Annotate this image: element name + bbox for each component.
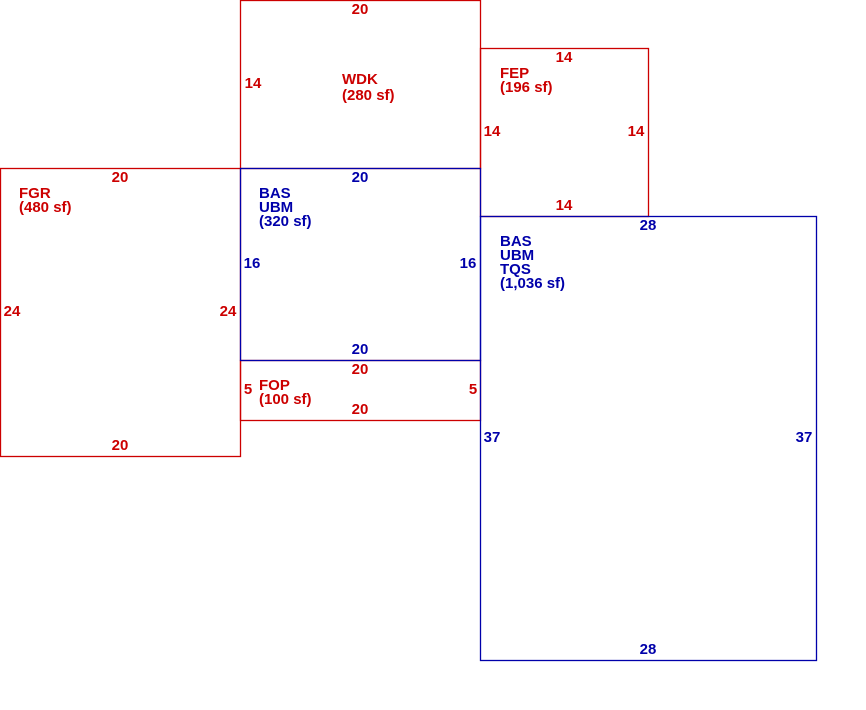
fop-bottom-dimension: 20 xyxy=(352,401,369,418)
fgr-label: FGR (480 sf) xyxy=(19,185,72,216)
bas-large-top-dimension: 28 xyxy=(640,217,657,234)
fgr-right-dimension: 24 xyxy=(220,303,237,320)
wdk-top-dimension: 20 xyxy=(352,1,369,18)
bas-small-label: BAS UBM (320 sf) xyxy=(259,185,312,230)
fop-right-dimension: 5 xyxy=(469,381,477,398)
fep-right-dimension: 14 xyxy=(628,123,645,140)
wdk-left-dimension: 14 xyxy=(245,75,262,92)
fep-top-dimension: 14 xyxy=(556,49,573,66)
bas-large-bottom-dimension: 28 xyxy=(640,641,657,658)
fop-label: FOP (100 sf) xyxy=(259,377,312,408)
fep-label: FEP (196 sf) xyxy=(500,65,553,96)
bas-small-top-dimension: 20 xyxy=(352,169,369,186)
fep-bottom-dimension: 14 xyxy=(556,197,573,214)
fop-top-dimension: 20 xyxy=(352,361,369,378)
bas-small-left-dimension: 16 xyxy=(244,255,261,272)
bas-large-label: BAS UBM TQS (1,036 sf) xyxy=(500,233,565,292)
wdk-label: WDK (280 sf) xyxy=(342,71,395,104)
bas-large-right-dimension: 37 xyxy=(796,429,813,446)
bas-large-outline xyxy=(479,215,818,662)
fgr-bottom-dimension: 20 xyxy=(112,437,129,454)
bas-small-bottom-dimension: 20 xyxy=(352,341,369,358)
fep-left-dimension: 14 xyxy=(484,123,501,140)
fgr-top-dimension: 20 xyxy=(112,169,129,186)
fgr-left-dimension: 24 xyxy=(4,303,21,320)
bas-small-right-dimension: 16 xyxy=(460,255,477,272)
bas-large-left-dimension: 37 xyxy=(484,429,501,446)
fop-left-dimension: 5 xyxy=(244,381,252,398)
